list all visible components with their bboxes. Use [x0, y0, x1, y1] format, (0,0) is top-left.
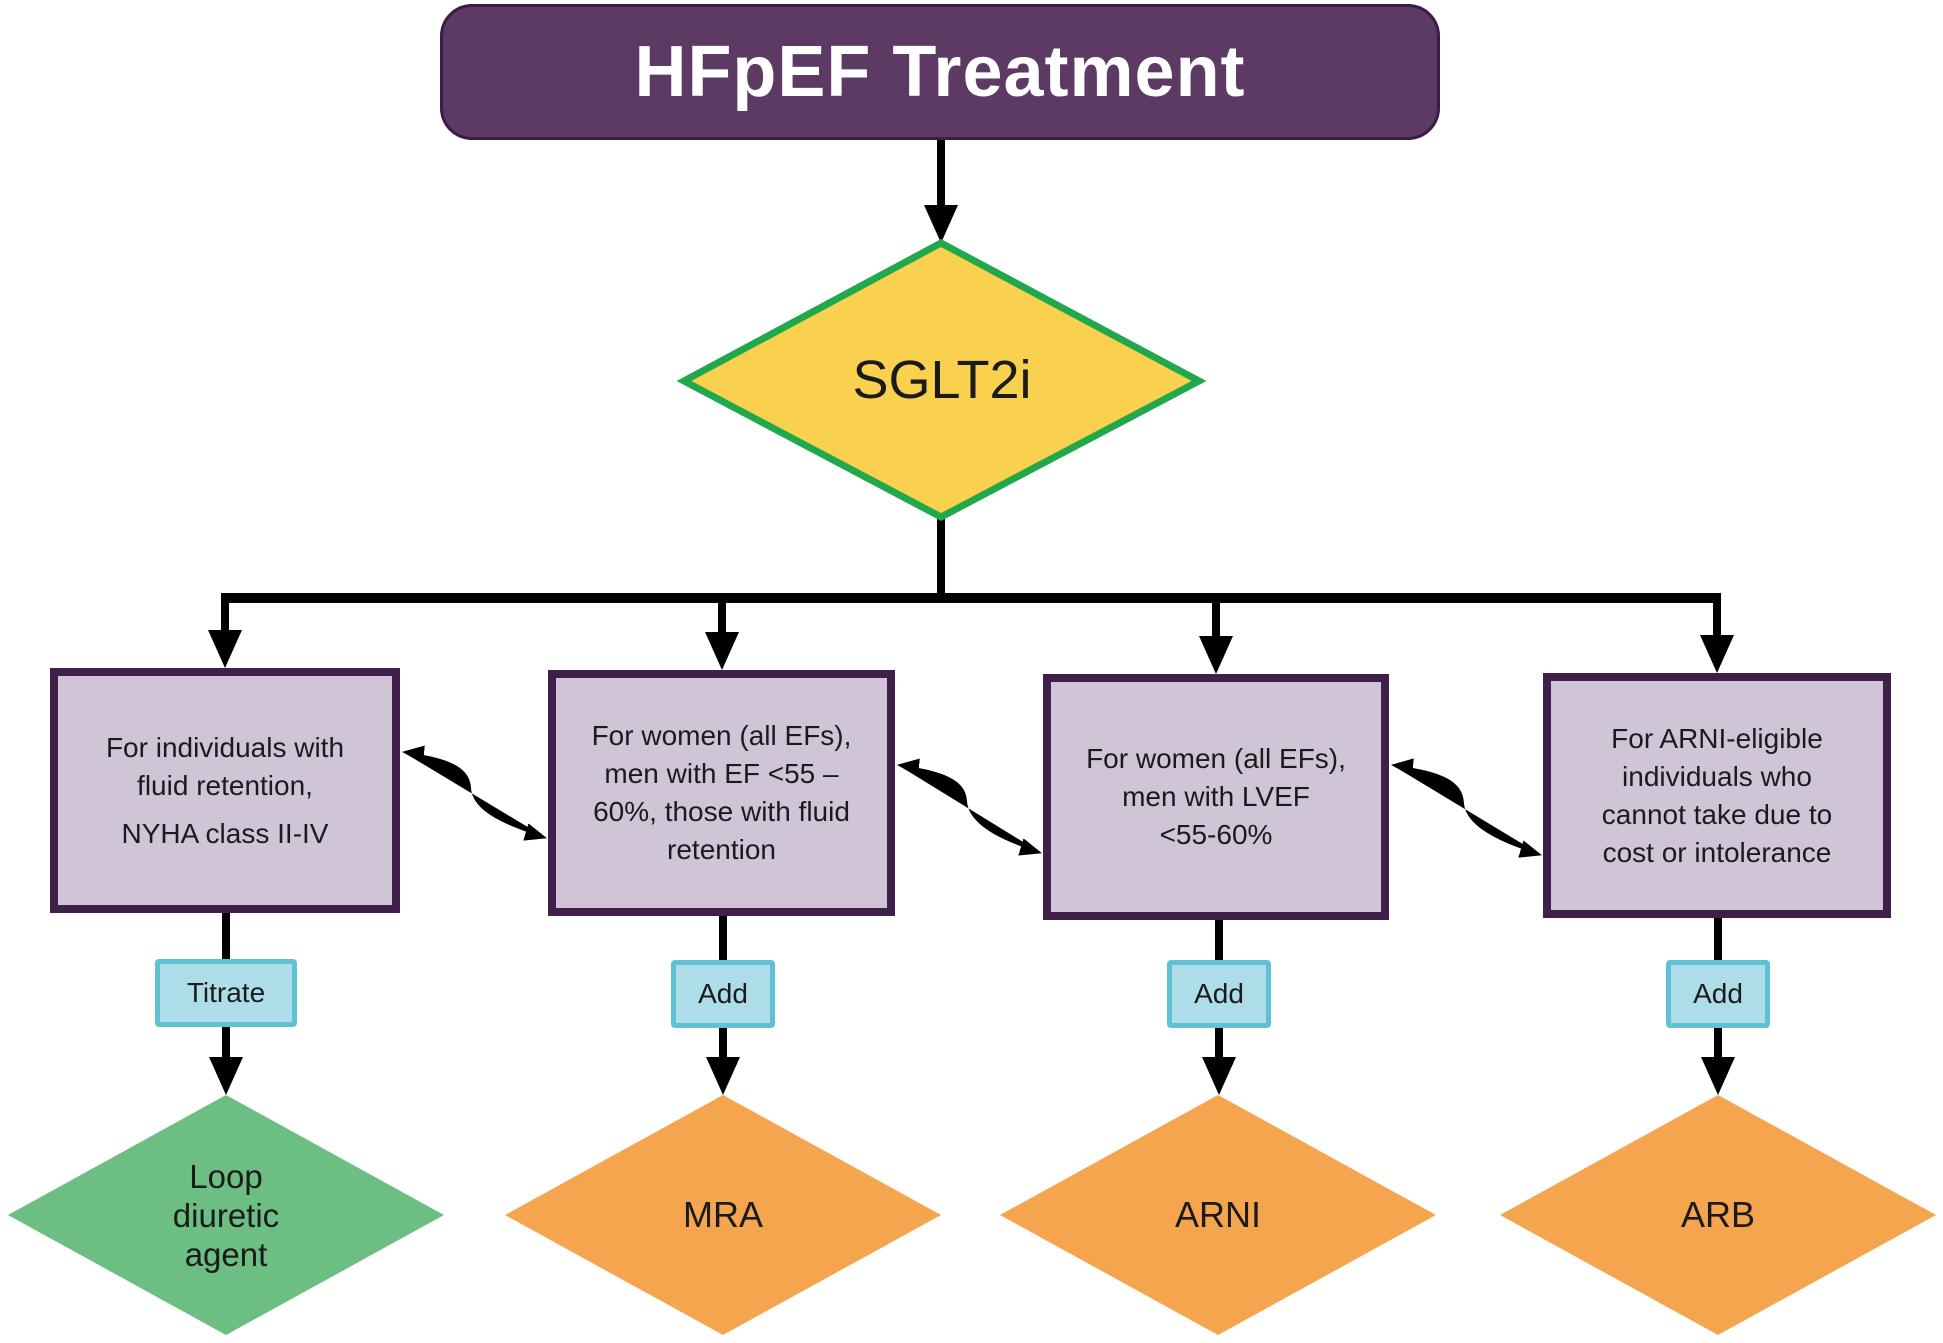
- action-box-add-arni: Add: [1167, 960, 1271, 1028]
- action-box-add-arb: Add: [1666, 960, 1770, 1028]
- outcome-label-loop-diuretic: Loop diuretic agent: [76, 1152, 376, 1278]
- criteria-line: fluid retention,: [137, 769, 313, 801]
- double-arrow-criteria-3-4: [1391, 758, 1542, 858]
- criteria-line: For women (all EFs),: [1086, 743, 1346, 774]
- title-box: HFpEF Treatment: [440, 4, 1440, 140]
- action-box-add-mra: Add: [671, 960, 775, 1028]
- outcome-diamond-mra: [505, 1095, 941, 1335]
- criteria-box-arni-eligible: For ARNI-eligible individuals who cannot…: [1543, 673, 1891, 918]
- outcome-diamond-arni: [1000, 1095, 1436, 1335]
- criteria-box-women-lvef55-60: For women (all EFs), men with LVEF <55-6…: [1043, 674, 1389, 920]
- outcome-label-arni: ARNI: [1068, 1190, 1368, 1240]
- outcome-line: diuretic: [172, 1196, 280, 1234]
- criteria-line: cost or intolerance: [1602, 836, 1832, 868]
- criteria-line: men with LVEF: [1122, 781, 1310, 812]
- outcome-line: ARB: [1680, 1194, 1756, 1235]
- outcome-line: ARNI: [1174, 1194, 1261, 1235]
- action-box-titrate: Titrate: [155, 959, 297, 1027]
- criteria-line: cannot take due to: [1601, 798, 1833, 830]
- criteria-line: <55-60%: [1159, 819, 1273, 850]
- double-arrow-criteria-2-3: [897, 758, 1042, 856]
- page-title: HFpEF Treatment: [634, 32, 1246, 112]
- criteria-line: For individuals with: [105, 731, 345, 763]
- double-arrow-criteria-1-2: [402, 745, 547, 841]
- outcome-line: agent: [184, 1235, 268, 1273]
- outcome-label-mra: MRA: [573, 1190, 873, 1240]
- criteria-line: men with EF <55 –: [604, 758, 839, 789]
- criteria-box-fluid-retention: For individuals with fluid retention, NY…: [50, 668, 400, 913]
- criteria-line: For ARNI-eligible: [1611, 722, 1823, 754]
- criteria-line: 60%, those with fluid: [593, 796, 850, 827]
- outcome-label-arb: ARB: [1568, 1190, 1868, 1240]
- criteria-line: individuals who: [1622, 760, 1812, 792]
- criteria-line: retention: [667, 834, 776, 865]
- decision-label-sglt2i: SGLT2i: [852, 350, 1032, 410]
- decision-diamond-sglt2i: [676, 239, 1207, 521]
- criteria-line: NYHA class II-IV: [121, 817, 329, 849]
- outcome-line: MRA: [683, 1194, 763, 1235]
- criteria-line: For women (all EFs),: [591, 720, 852, 751]
- outcome-diamond-loop-diuretic: [8, 1095, 444, 1335]
- criteria-box-women-ef55-60-fluid: For women (all EFs), men with EF <55 – 6…: [548, 670, 895, 916]
- outcome-line: Loop: [189, 1157, 263, 1195]
- outcome-diamond-arb: [1500, 1095, 1936, 1335]
